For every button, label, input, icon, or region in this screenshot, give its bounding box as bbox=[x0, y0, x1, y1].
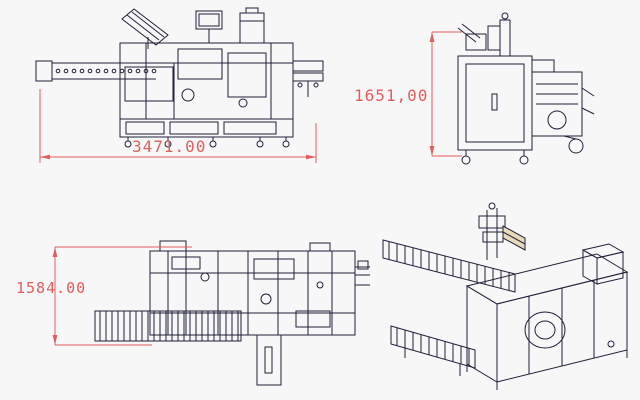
motor-unit bbox=[239, 7, 265, 44]
infeed-conveyor bbox=[35, 60, 157, 82]
iso-outfeed-conveyor bbox=[390, 325, 476, 376]
machine-body-plan bbox=[149, 240, 356, 336]
iso-machine-body bbox=[465, 253, 629, 390]
dimension-overall-length: 3471.00 bbox=[39, 89, 317, 163]
dimension-label-length: 3471.00 bbox=[132, 137, 206, 156]
outfeed-unit bbox=[292, 60, 324, 97]
control-monitor bbox=[195, 10, 223, 44]
machine-base-frame bbox=[119, 118, 294, 148]
carton-magazine-feeder bbox=[121, 8, 169, 49]
dimension-overall-width: 1584.00 bbox=[16, 246, 192, 346]
dimension-label-width: 1584.00 bbox=[16, 279, 86, 297]
end-view: 1651,00 bbox=[350, 8, 600, 178]
iso-feeder-mast bbox=[478, 202, 526, 260]
iso-infeed-conveyor bbox=[382, 239, 516, 293]
isometric-view bbox=[375, 198, 635, 398]
iso-control-box bbox=[581, 243, 625, 285]
side-unit bbox=[531, 59, 595, 154]
dimension-label-height: 1651,00 bbox=[354, 86, 428, 105]
infeed-conveyor-plan bbox=[94, 310, 242, 342]
side-elevation-view: 3471.00 bbox=[28, 5, 328, 175]
main-cabinet bbox=[457, 55, 533, 165]
top-assembly bbox=[457, 12, 511, 57]
outfeed-stub-plan bbox=[256, 334, 282, 386]
machine-body-side bbox=[119, 42, 294, 120]
dimension-overall-height: 1651,00 bbox=[354, 31, 462, 157]
plan-view: 1584.00 bbox=[10, 215, 370, 395]
right-rails-plan bbox=[355, 260, 370, 286]
